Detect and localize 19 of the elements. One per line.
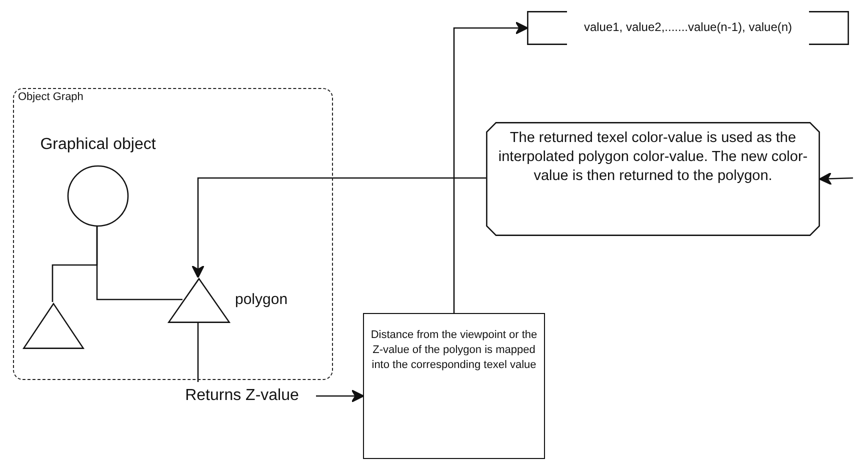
triangle-node bbox=[23, 303, 84, 349]
arrow bbox=[818, 172, 854, 186]
node-label: Distance from the viewpoint or the Z-value of the polygon is mapped into the corresponding texel value bbox=[370, 328, 538, 373]
triangle-node bbox=[168, 278, 230, 323]
process-box bbox=[486, 122, 820, 236]
node-caption: polygon bbox=[235, 291, 288, 308]
arrow bbox=[192, 177, 486, 278]
node-label: Graphical object bbox=[39, 135, 157, 154]
arrow bbox=[453, 22, 528, 313]
group-frame bbox=[13, 88, 333, 380]
connector-line bbox=[197, 322, 199, 382]
node-label: The returned texel color-value is used as the interpolated polygon color-value. The new color-value is then returned to the polygon. bbox=[497, 129, 809, 186]
process-box bbox=[363, 313, 545, 459]
node-label: Returns Z-value bbox=[184, 386, 300, 406]
node-label: value1, value2,.......value(n-1), value(n) bbox=[582, 19, 794, 34]
arrow bbox=[316, 390, 364, 402]
connector-line bbox=[96, 226, 182, 300]
group-label: Object Graph bbox=[18, 91, 84, 104]
array-box bbox=[527, 11, 849, 45]
